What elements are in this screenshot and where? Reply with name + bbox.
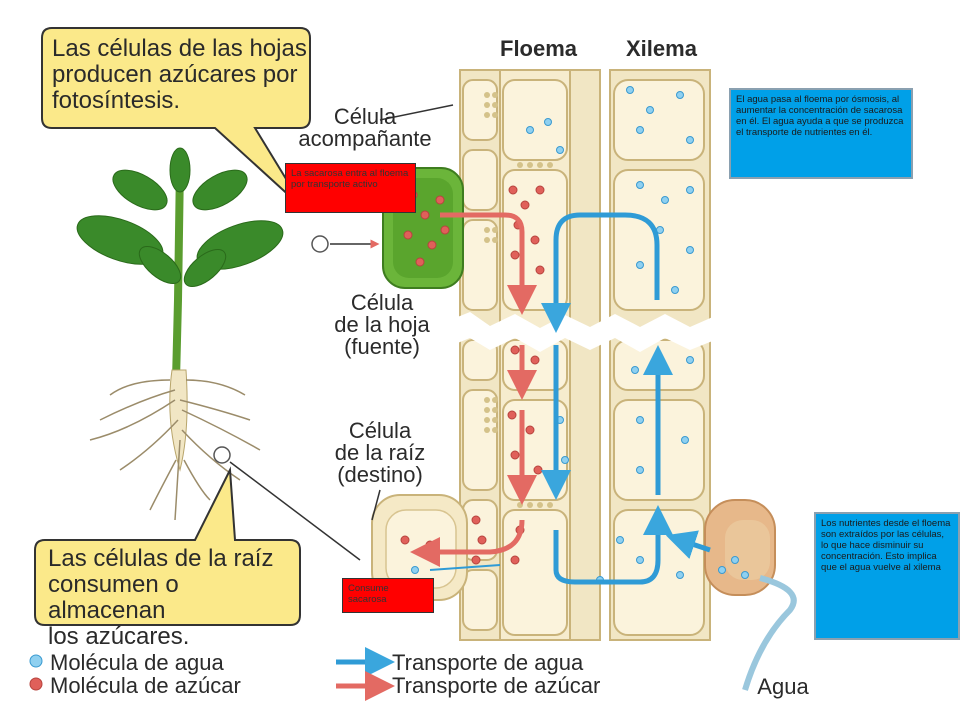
nutrients-note: Los nutrientes desde el floema son extra… — [814, 512, 960, 640]
root-cell-label: Célula de la raíz (destino) — [310, 420, 450, 486]
top-bubble-line: producen azúcares por — [52, 61, 298, 88]
leaf-cell-label: Célula de la hoja (fuente) — [312, 292, 452, 358]
top-bubble-line: Las células de las hojas — [52, 35, 307, 62]
floema-heading: Floema — [500, 36, 578, 61]
water-intake-tube — [742, 575, 797, 691]
bottom-bubble-line: los azúcares. — [48, 623, 190, 650]
label-line: de la raíz — [334, 440, 426, 465]
legend-sugar-transport: Transporte de azúcar — [392, 673, 601, 698]
water-transport-arrows — [429, 212, 711, 585]
legend-water-transport: Transporte de agua — [392, 650, 584, 675]
active-transport-note: La sacarosa entra al floema por transpor… — [285, 163, 416, 213]
label-line: de la hoja — [334, 312, 430, 337]
top-bubble-line: fotosíntesis. — [52, 87, 181, 114]
tube-break — [450, 312, 715, 352]
consume-sucrose-note: Consume sacarosa — [342, 578, 434, 613]
label-line: Célula — [350, 290, 414, 315]
top-bubble-text: Las células de las hojas producen azúcar… — [52, 36, 310, 114]
label-line: Célula — [348, 418, 412, 443]
label-line: (fuente) — [344, 334, 420, 359]
companion-cell-label: Célula acompañante — [280, 106, 450, 150]
sugar-transport-arrows — [410, 212, 537, 567]
legend-sugar-molecule: Molécula de azúcar — [50, 673, 241, 698]
label-line: Célula — [333, 104, 397, 129]
sieve-pores — [484, 92, 553, 508]
bottom-speech-bubble — [34, 466, 301, 626]
pointer-lines — [229, 104, 454, 561]
osmosis-note: El agua pasa al floema por ósmosis, al a… — [729, 88, 913, 179]
water-label: Agua — [757, 674, 809, 699]
top-speech-bubble — [41, 27, 311, 211]
label-line: (destino) — [337, 462, 423, 487]
legend-graphics — [29, 647, 395, 701]
legend-water-molecule: Molécula de agua — [50, 650, 224, 675]
bottom-bubble-line: consumen o almacenan — [48, 571, 179, 624]
water-molecules — [411, 86, 749, 584]
xilema-heading: Xilema — [626, 36, 697, 61]
label-line: acompañante — [298, 126, 432, 151]
bottom-bubble-text: Las células de la raíz consumen o almace… — [48, 546, 300, 650]
bottom-bubble-line: Las células de la raíz — [48, 545, 274, 572]
plant — [76, 147, 329, 521]
